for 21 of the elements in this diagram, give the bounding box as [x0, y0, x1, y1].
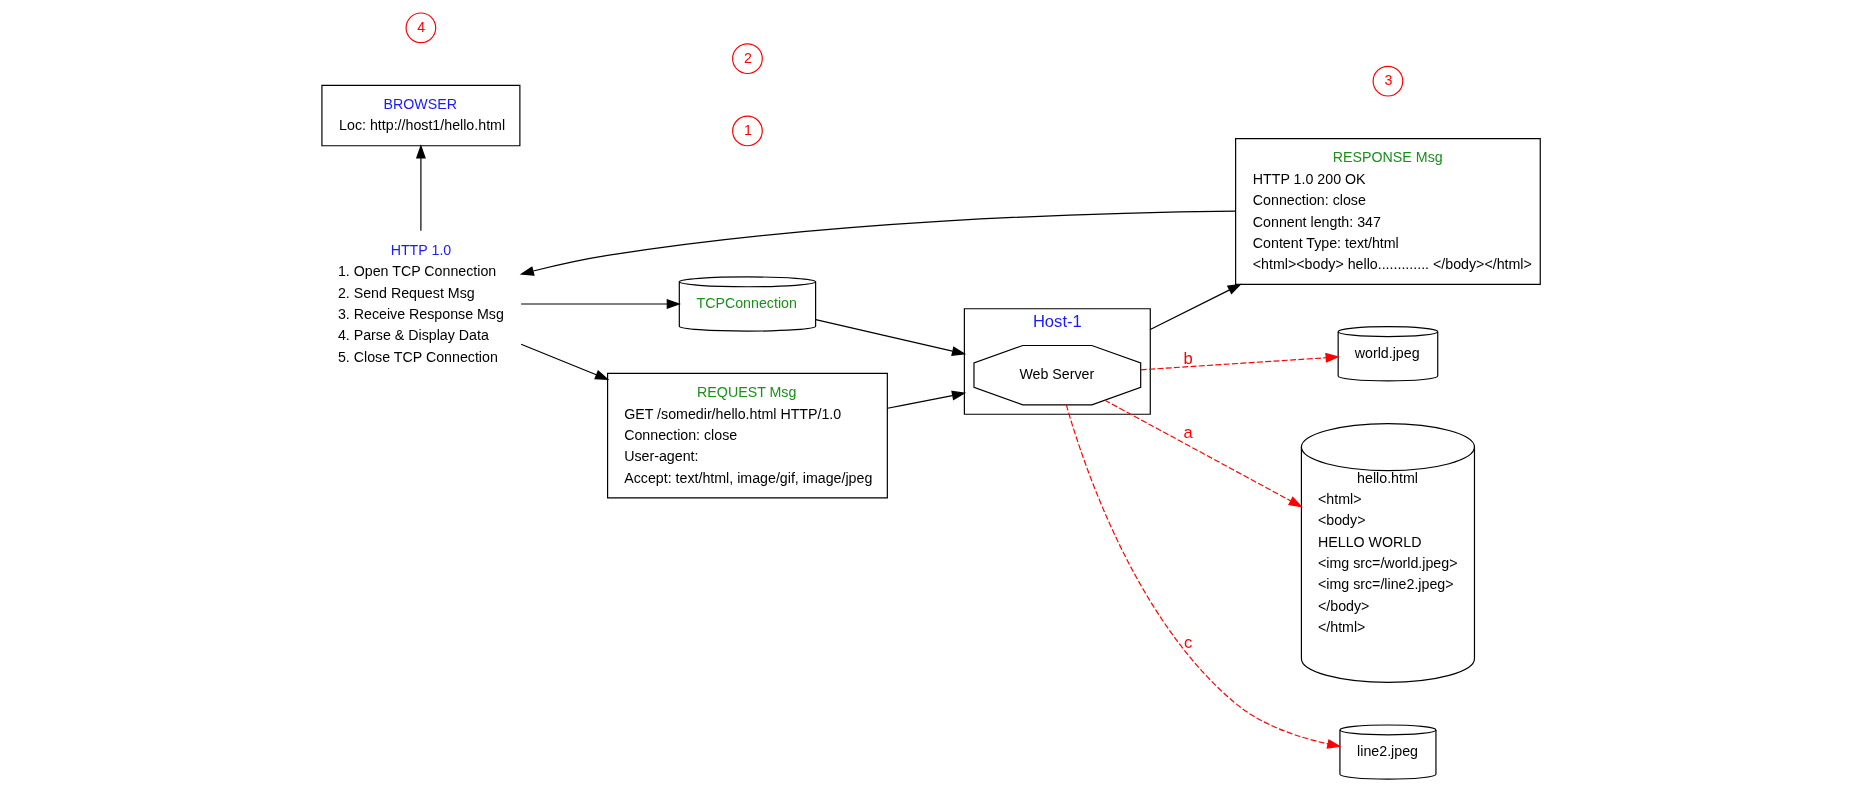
arrow [519, 210, 1236, 276]
node-box: BROWSER Loc: http://host1/hello.html [321, 84, 521, 147]
node-circle: 4 [405, 12, 437, 44]
node-circle: 2 [732, 43, 763, 75]
node-circle: 3 [1372, 65, 1404, 97]
arrow [1140, 352, 1340, 371]
node-box: RESPONSE Msg HTTP 1.0 200 OK Connection: close Connent length: 347 Content Type: text/html <html><body> hello............. </body></html> [1235, 138, 1541, 286]
arrow [1065, 404, 1342, 749]
arrow [815, 318, 967, 356]
node-box: REQUEST Msg GET /somedir/hello.html HTTP/1.0 Connection: close User-agent: Accept: text/html, image/gif, image/jpeg [607, 372, 888, 499]
arrow [1104, 399, 1303, 508]
arrow [520, 343, 610, 380]
arrow [1149, 283, 1242, 330]
node-text: HTTP 1.0 1. Open TCP Connection 2. Send Request Msg 3. Receive Response Msg 4. Parse & Display Data 5. Close TCP Connection [337, 241, 504, 365]
edge-label: b [1183, 348, 1193, 368]
edge-label: a [1183, 423, 1193, 443]
arrow [520, 299, 681, 309]
edge-label: c [1184, 633, 1193, 653]
arrow [415, 144, 426, 232]
node-circle: 1 [732, 115, 763, 147]
arrow [886, 390, 967, 409]
